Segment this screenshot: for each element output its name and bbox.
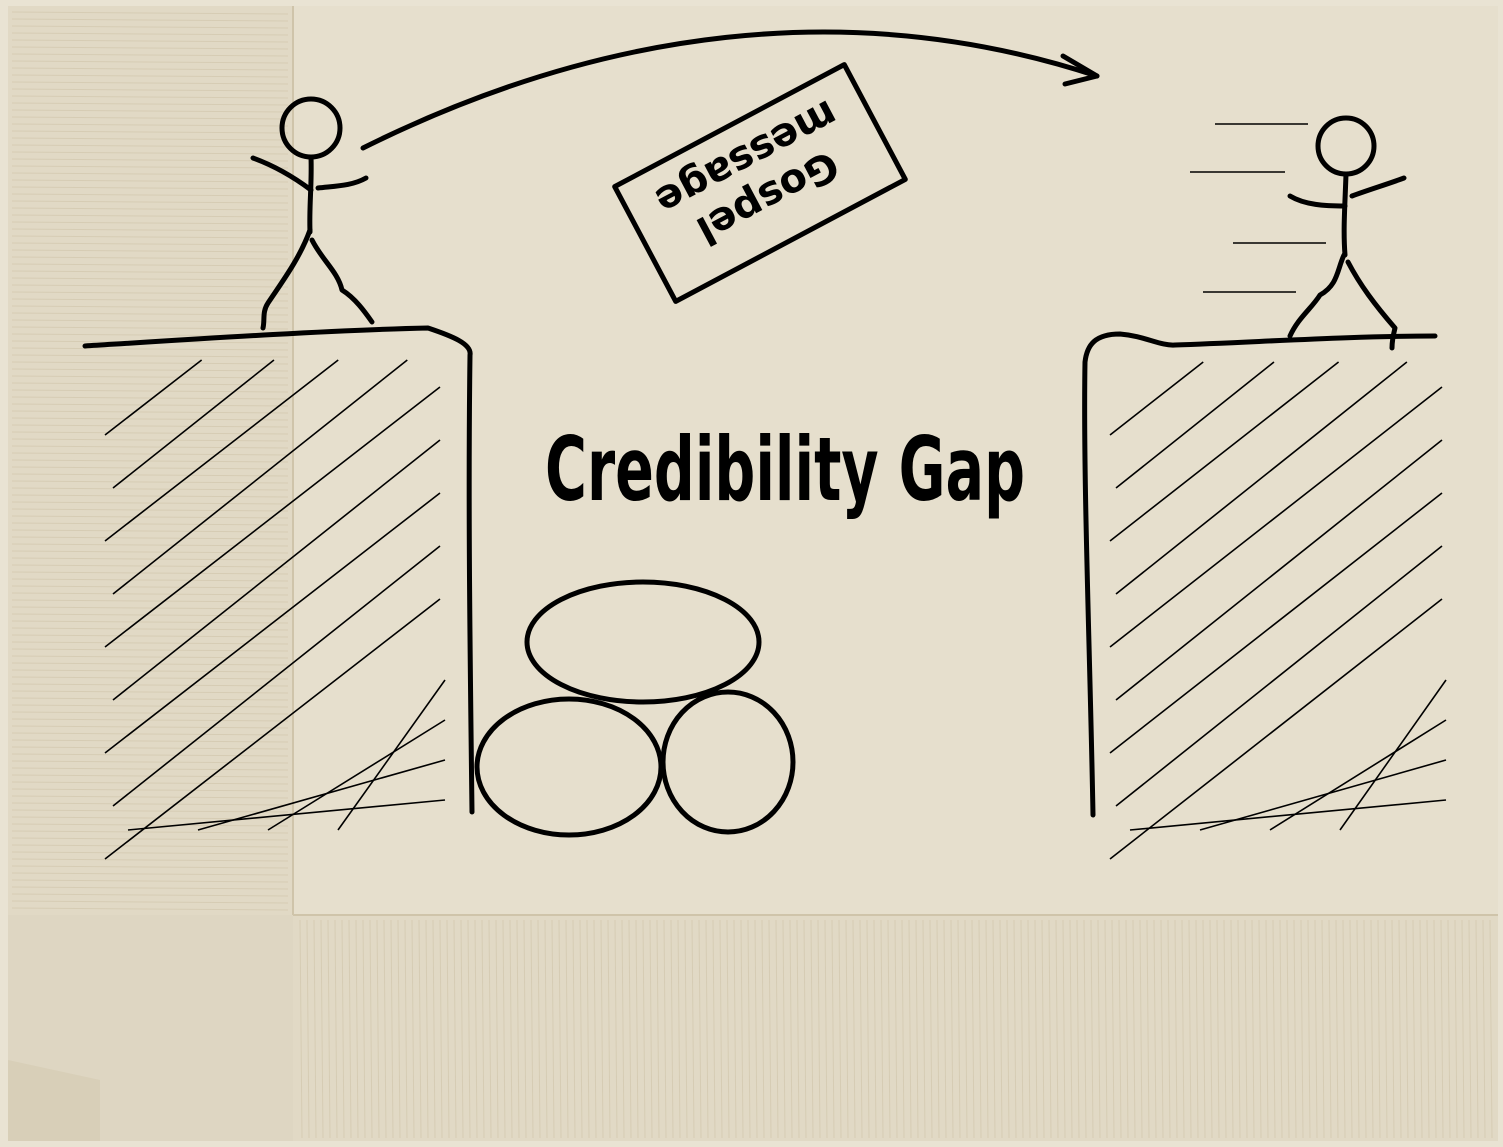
throw-arrow <box>360 29 1100 151</box>
right-stick-figure <box>1190 115 1407 351</box>
hatch-line <box>1109 361 1204 436</box>
right-cliff <box>1082 331 1447 860</box>
hatch-line <box>1199 759 1447 831</box>
hatch-line <box>112 439 441 701</box>
hatch-line <box>1269 719 1447 831</box>
hatch-line <box>104 492 441 754</box>
hatch-line <box>104 359 339 542</box>
hatch-line <box>1339 679 1447 831</box>
hatch-line <box>104 359 203 436</box>
hatch-line <box>1115 545 1443 807</box>
hatch-line <box>1115 361 1275 489</box>
hatch-line <box>267 719 446 831</box>
left-cliff <box>82 325 475 860</box>
hatch-line <box>104 598 441 860</box>
hatch-line <box>127 799 446 831</box>
hatch-line <box>1109 598 1443 860</box>
left-stick-figure <box>250 96 375 331</box>
hatch-line <box>197 759 446 831</box>
diagram-title: Credibility Gap <box>545 418 1025 521</box>
hatch-line <box>112 359 408 595</box>
hatch-line <box>1109 361 1340 542</box>
boulders <box>474 579 796 838</box>
hatch-line <box>1109 492 1443 754</box>
hatch-line <box>1129 799 1447 831</box>
hatch-line <box>1115 439 1443 701</box>
motion-lines <box>1190 123 1326 293</box>
hatch-line <box>112 545 441 807</box>
right-cliff-hatching <box>1109 361 1447 860</box>
hatch-line <box>1109 386 1443 648</box>
hatch-line <box>1115 361 1408 595</box>
left-cliff-hatching <box>104 359 446 860</box>
hatch-line <box>112 359 275 489</box>
hatch-line <box>104 386 441 648</box>
hatch-line <box>337 679 446 831</box>
